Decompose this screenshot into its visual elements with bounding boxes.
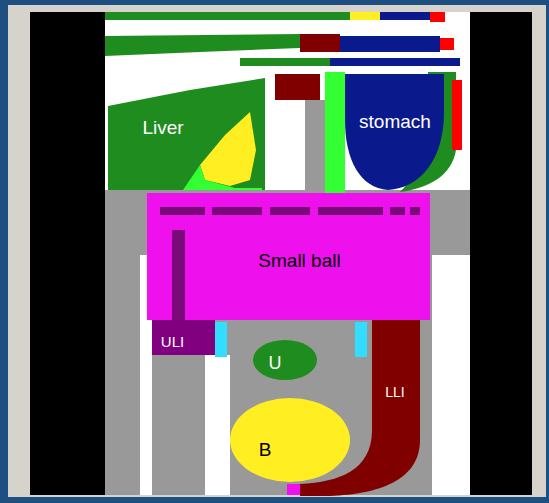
rib-stripe xyxy=(380,12,430,20)
organ-outline xyxy=(183,165,262,190)
rib-stripe xyxy=(105,34,300,56)
body-tissue xyxy=(105,190,470,495)
organ-outline xyxy=(318,207,383,215)
rib-stripe xyxy=(105,12,350,20)
organ-label: Liver xyxy=(142,118,183,139)
organ-label: U xyxy=(269,354,282,374)
organ-shape xyxy=(106,70,268,192)
fat-region xyxy=(432,255,470,495)
organ-outline xyxy=(152,320,215,355)
rib-stripe xyxy=(300,34,340,52)
organ-outline xyxy=(270,207,310,215)
fat-region xyxy=(205,355,230,495)
body-tissue xyxy=(305,100,327,192)
organ-label: ULI xyxy=(161,334,184,351)
organ-label: Small ball xyxy=(258,251,340,272)
rib-stripe xyxy=(330,58,460,66)
rib-stripe xyxy=(240,58,330,66)
rib-stripe xyxy=(430,12,445,22)
rib-stripe xyxy=(452,80,462,150)
organ-region: Small ball xyxy=(147,193,430,320)
organ-outline xyxy=(230,398,350,482)
black-band xyxy=(30,12,105,495)
organ-label: LLI xyxy=(385,385,404,400)
organ-label: B xyxy=(259,440,272,461)
organ-outline xyxy=(390,207,405,215)
organ-label: stomach xyxy=(359,112,431,133)
organ-outline xyxy=(160,207,205,215)
organ-outline xyxy=(345,74,444,190)
organ-outline xyxy=(108,78,265,190)
organ-region: U xyxy=(253,340,317,380)
kidney-edge xyxy=(355,322,367,357)
image-ground xyxy=(105,12,470,495)
organ-outline xyxy=(200,112,256,186)
panel xyxy=(8,5,546,497)
aorta xyxy=(275,74,320,100)
organ-region: ULI xyxy=(152,320,215,355)
organ-region: Liver xyxy=(106,70,268,192)
organ-region: stomach xyxy=(340,72,450,192)
rib-stripe xyxy=(350,12,380,20)
organ-shape xyxy=(230,398,350,482)
rib-stripe xyxy=(340,36,440,52)
organ-shape xyxy=(340,72,450,192)
organ-outline xyxy=(212,207,262,215)
organ-outline xyxy=(410,207,420,215)
organ-outline xyxy=(147,193,430,320)
spleen-edge xyxy=(325,72,345,194)
kidney-edge xyxy=(215,322,227,357)
organ-shape xyxy=(253,340,317,380)
organ-outline xyxy=(172,230,185,320)
organ-outline xyxy=(253,340,317,380)
black-band xyxy=(470,12,532,495)
rib-stripe xyxy=(440,38,454,50)
organ-region: B xyxy=(230,398,350,482)
